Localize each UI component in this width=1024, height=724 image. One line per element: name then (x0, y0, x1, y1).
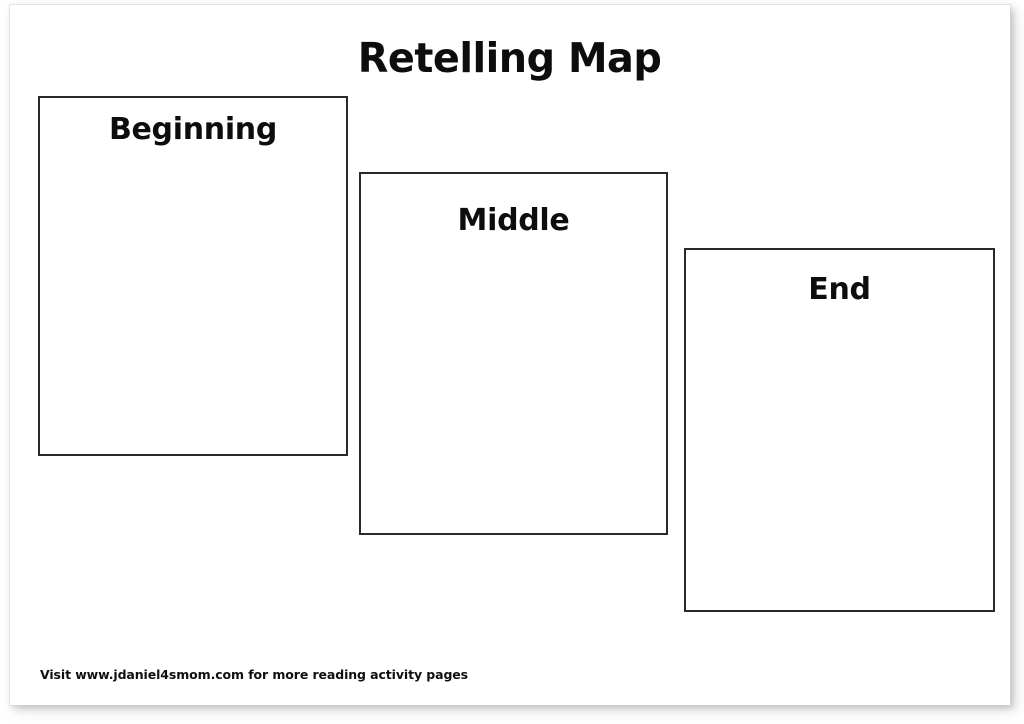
section-label-middle: Middle (457, 203, 570, 238)
paper-sheet: Retelling Map Beginning Middle End Visit… (10, 5, 1010, 705)
page-title: Retelling Map (10, 32, 1010, 84)
section-label-beginning: Beginning (108, 112, 278, 147)
section-box-end[interactable]: End (684, 248, 995, 612)
section-box-beginning[interactable]: Beginning (38, 96, 348, 456)
writing-area-beginning[interactable] (40, 98, 346, 454)
footer-credit: Visit www.jdaniel4smom.com for more read… (40, 667, 469, 682)
page-title-text: Retelling Map (358, 34, 662, 82)
section-label-end: End (808, 272, 871, 307)
section-box-middle[interactable]: Middle (359, 172, 668, 535)
